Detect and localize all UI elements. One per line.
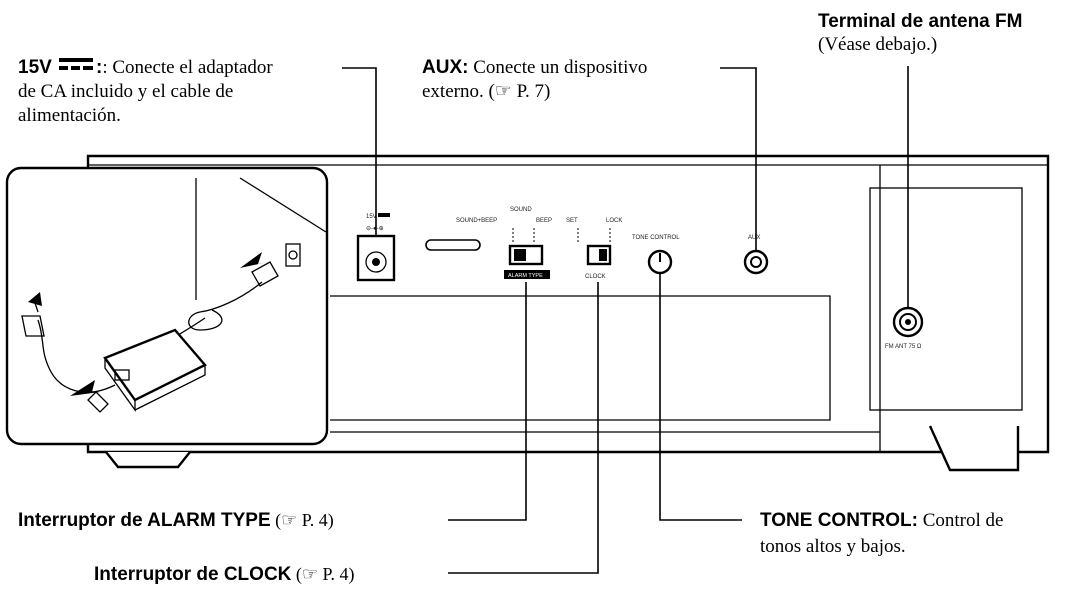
- panel-label-lock: LOCK: [606, 218, 622, 224]
- panel-label-set: SET: [566, 218, 578, 224]
- clock-callout-ref: (☞ P. 4): [291, 564, 354, 585]
- leader-lines: [342, 66, 909, 574]
- alarm-type-callout-bold: Interruptor de ALARM TYPE: [18, 510, 271, 531]
- tone-control-callout-line1: Control de: [918, 510, 1004, 531]
- card-slot: [425, 239, 481, 251]
- clock-callout-bold: Interruptor de CLOCK: [94, 564, 292, 585]
- clock-switch: SET LOCK CLOCK: [566, 218, 622, 280]
- power-callout-line2: de CA incluido y el cable de: [18, 81, 233, 102]
- svg-text:Interruptor de ALARM TYPE (☞ P: Interruptor de ALARM TYPE (☞ P. 4): [18, 510, 334, 531]
- panel-label-alarm-type: ALARM TYPE: [508, 273, 543, 279]
- panel-label-beep: BEEP: [536, 218, 552, 224]
- power-callout: 15V :: Conecte el adaptador de CA inclui…: [18, 57, 273, 126]
- fm-callout-bold: Terminal de antena FM: [818, 11, 1022, 32]
- arrow-icon: [28, 292, 42, 306]
- fm-antenna-terminal: FM ANT 75 Ω: [885, 306, 924, 350]
- clock-callout: Interruptor de CLOCK (☞ P. 4): [94, 564, 355, 585]
- fm-callout: Terminal de antena FM (Véase debajo.): [818, 11, 1022, 55]
- panel-label-sound-beep: SOUND+BEEP: [456, 218, 497, 224]
- panel-label-sound: SOUND: [510, 207, 532, 213]
- right-foot: [928, 425, 1020, 472]
- alarm-type-callout: Interruptor de ALARM TYPE (☞ P. 4): [18, 510, 334, 531]
- left-foot: [105, 451, 191, 469]
- alarm-type-switch: SOUND SOUND+BEEP BEEP ALARM TYPE: [456, 207, 552, 279]
- fm-callout-line2: (Véase debajo.): [818, 34, 937, 55]
- svg-text:AUX: Conecte un dispositivo: AUX: Conecte un dispositivo: [422, 57, 647, 78]
- panel-label-fm-ant: FM ANT 75 Ω: [885, 344, 922, 350]
- alarm-type-callout-ref: (☞ P. 4): [271, 510, 334, 531]
- svg-text:TONE CONTROL: Control de: TONE CONTROL: Control de: [760, 510, 1003, 531]
- svg-text:⊖-●-⊕: ⊖-●-⊕: [366, 226, 384, 232]
- panel-label-aux: AUX: [748, 235, 760, 241]
- aux-callout: AUX: Conecte un dispositivo externo. (☞ …: [422, 57, 647, 102]
- power-callout-bold: 15V: [18, 57, 52, 78]
- ac-adapter-inset: [5, 166, 329, 446]
- aux-callout-line1: Conecte un dispositivo: [468, 57, 647, 78]
- tone-control-callout: TONE CONTROL: Control de tonos altos y b…: [760, 510, 1003, 557]
- panel-label-clock: CLOCK: [585, 274, 606, 280]
- aux-jack: AUX: [743, 235, 769, 275]
- dc-symbol-icon: [59, 58, 93, 70]
- arrow-icon: [70, 380, 100, 396]
- panel-label-power-rating: 15V: [366, 214, 377, 220]
- aux-callout-bold: AUX:: [422, 57, 468, 78]
- panel-label-tone-control: TONE CONTROL: [632, 235, 680, 241]
- power-jack: 15V ⊖-●-⊕: [356, 213, 396, 282]
- svg-text:Interruptor de CLOCK (☞ P. 4): Interruptor de CLOCK (☞ P. 4): [94, 564, 355, 585]
- power-callout-line1: : Conecte el adaptador: [102, 57, 273, 78]
- arrow-icon: [240, 252, 268, 268]
- aux-callout-line2: externo. (☞ P. 7): [422, 81, 550, 102]
- svg-text::: Conecte el adaptador: :: Conecte el adaptador: [96, 57, 273, 78]
- tone-control-callout-line2: tonos altos y bajos.: [760, 536, 906, 557]
- power-callout-line3: alimentación.: [18, 105, 121, 126]
- tone-control-callout-bold: TONE CONTROL:: [760, 510, 918, 531]
